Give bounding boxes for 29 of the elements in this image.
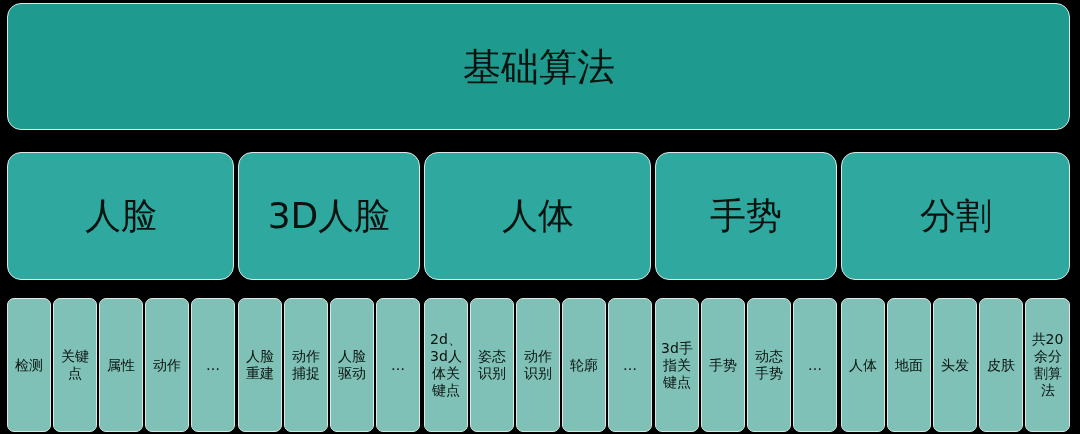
item-box: 姿态识别: [470, 298, 514, 432]
item-box: 轮廓: [562, 298, 606, 432]
item-box: 检测: [7, 298, 51, 432]
item-box: 动作识别: [516, 298, 560, 432]
category-box: 3D人脸: [238, 152, 420, 280]
item-box: 动作: [145, 298, 189, 432]
item-box: 动作捕捉: [284, 298, 328, 432]
category-box: 人体: [424, 152, 651, 280]
item-box: 人脸驱动: [330, 298, 374, 432]
item-box: 2d、3d人体关键点: [424, 298, 468, 432]
item-box: …: [793, 298, 837, 432]
item-box: 手势: [701, 298, 745, 432]
item-box: …: [191, 298, 235, 432]
item-box: 3d手指关键点: [655, 298, 699, 432]
item-box: …: [376, 298, 420, 432]
item-box: …: [608, 298, 652, 432]
category-box: 手势: [655, 152, 837, 280]
item-box: 动态手势: [747, 298, 791, 432]
item-box: 皮肤: [979, 298, 1023, 432]
item-box: 地面: [887, 298, 931, 432]
header-band: 基础算法: [7, 3, 1070, 130]
item-box: 共20余分割算法: [1025, 298, 1070, 432]
item-box: 关键点: [53, 298, 97, 432]
item-box: 人脸重建: [238, 298, 282, 432]
category-box: 分割: [841, 152, 1070, 280]
category-box: 人脸: [7, 152, 234, 280]
item-box: 属性: [99, 298, 143, 432]
item-box: 人体: [841, 298, 885, 432]
item-box: 头发: [933, 298, 977, 432]
